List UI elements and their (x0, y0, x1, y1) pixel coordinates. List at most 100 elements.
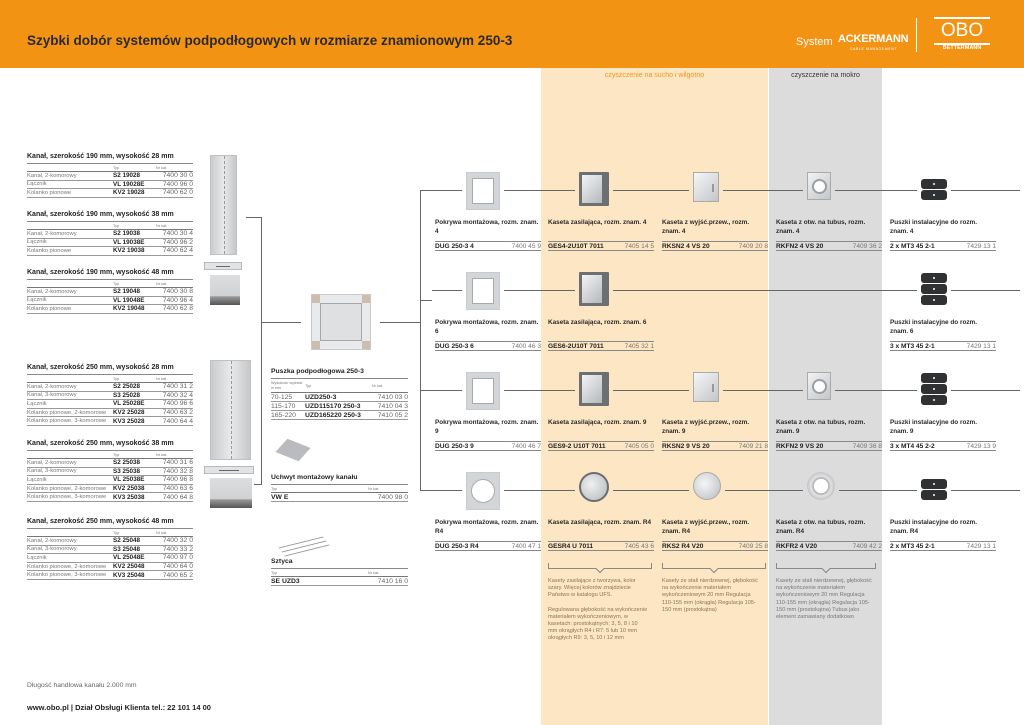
product-item: Kaseta zasilająca, rozm. znam. 4 GES4-2U1… (548, 218, 654, 251)
cassette-latch (712, 384, 714, 392)
cassette-face (582, 175, 602, 203)
catalog-number-cell: 7400 96 2 (156, 238, 193, 248)
logo-divider (916, 18, 917, 52)
catalog-number-cell: 7410 05 2 (371, 410, 408, 420)
product-title: Puszki instalacyjne do rozm. znam. 4 (890, 219, 978, 235)
description-cell: Kanał, 3-komorowy (27, 391, 113, 401)
product-type: GESR4 U 7011 (548, 542, 594, 550)
col-typ: Typ (113, 221, 156, 230)
obo-logo: OBO (934, 17, 990, 47)
catalog-number-cell: 7400 32 8 (156, 467, 193, 477)
connector-slot (219, 469, 239, 471)
col-typ: Typ (113, 279, 156, 288)
page-header: Szybki dobór systemów podpodłogowych w r… (0, 0, 1024, 68)
product-catalog-number: 7409 20 8 (738, 242, 768, 250)
note-paragraph: Kasety zasilające z tworzywa, kolor szar… (548, 578, 636, 599)
note-paragraph: Regulowana głębokość na wykończenie mate… (548, 606, 648, 642)
catalog-number-cell: 7400 32 0 (156, 536, 193, 546)
catalog-number-cell: 7400 30 8 (156, 287, 193, 297)
col-nr: Nr kat. (156, 374, 193, 383)
product-type: RKFN2 9 VS 20 (776, 442, 824, 450)
catalog-number-cell: 7400 64 4 (156, 416, 193, 426)
type-cell: KV3 25038 (113, 492, 156, 502)
product-catalog-number: 7409 42 2 (852, 542, 882, 550)
product-title: Kaseta z otw. na tubus, rozm. znam. 9 (776, 419, 866, 435)
cassette-latch (712, 184, 714, 192)
type-cell: SE UZD3 (271, 576, 368, 586)
product-catalog-number: 7429 13 1 (966, 242, 996, 250)
box-unit (921, 384, 947, 394)
description-cell: Kanał, 2-komorowy (27, 382, 113, 392)
cover-opening (472, 378, 494, 404)
type-cell: VL 25048E (113, 553, 156, 563)
product-title: Pokrywa montażowa, rozm. znam. 4 (435, 219, 539, 235)
cover-square-icon (462, 272, 504, 310)
wet-cleaning-label: czyszczenie na mokro (791, 72, 860, 79)
connector-line (380, 322, 420, 323)
type-cell: S2 19048 (113, 287, 156, 297)
description-cell: Kolanko pionowe, 3-komorowe (27, 416, 113, 426)
description-cell: Łącznik (27, 475, 113, 485)
floor-box-corner (362, 295, 370, 303)
catalog-number-cell: 7400 30 0 (156, 171, 193, 181)
type-cell: UZD115170 250-3 (305, 401, 372, 411)
product-type: GES4-2U10T 7011 (548, 242, 604, 250)
mounting-bracket-image (275, 438, 311, 462)
product-title: Kaseta zasilająca, rozm. znam. 4 (548, 219, 647, 226)
catalog-number-cell: 7400 96 6 (156, 399, 193, 409)
cover-square-icon (462, 172, 504, 210)
cover-opening (472, 278, 494, 304)
installation-box-x3-icon (917, 373, 951, 406)
channel-title: Kanał, szerokość 250 mm, wysokość 28 mm (27, 364, 174, 371)
box-unit (921, 273, 947, 283)
box-unit (921, 479, 947, 489)
type-cell: KV2 19038 (113, 246, 156, 256)
ackermann-logo: ACKERMANN (838, 33, 909, 45)
type-cell: KV2 25038 (113, 484, 156, 494)
cassette-face (582, 375, 602, 403)
description-cell: Łącznik (27, 238, 113, 248)
brace-tubus (776, 563, 876, 574)
type-cell: VL 25038E (113, 475, 156, 485)
cover-round-icon (462, 472, 504, 510)
channel-title: Kanał, szerokość 190 mm, wysokość 48 mm (27, 269, 174, 276)
product-catalog-number: 7405 32 1 (624, 342, 654, 350)
product-title: Kaseta zasilająca, rozm. znam. 6 (548, 319, 647, 326)
catalog-number-cell: 7400 32 4 (156, 391, 193, 401)
product-title: Kaseta z wyjść.przew., rozm. znam. 4 (662, 219, 750, 235)
system-label: System (796, 36, 833, 48)
rod-image (278, 528, 330, 557)
channel-title: Kanał, szerokość 190 mm, wysokość 28 mm (27, 153, 174, 160)
description-cell: Kanał, 3-komorowy (27, 545, 113, 555)
col-desc (27, 528, 113, 537)
catalog-number-cell: 7400 33 2 (156, 545, 193, 555)
product-type: RKS2 R4 V20 (662, 542, 704, 550)
product-catalog-number: 7409 36 2 (852, 242, 882, 250)
description-cell: Kolanko pionowe (27, 246, 113, 256)
product-title: Pokrywa montażowa, rozm. znam. R4 (435, 519, 539, 535)
product-type: RKSN2 9 VS 20 (662, 442, 710, 450)
description-cell: Kolanko pionowe, 2-komorowe (27, 484, 113, 494)
product-type: 3 x MT3 45 2-1 (890, 342, 935, 350)
